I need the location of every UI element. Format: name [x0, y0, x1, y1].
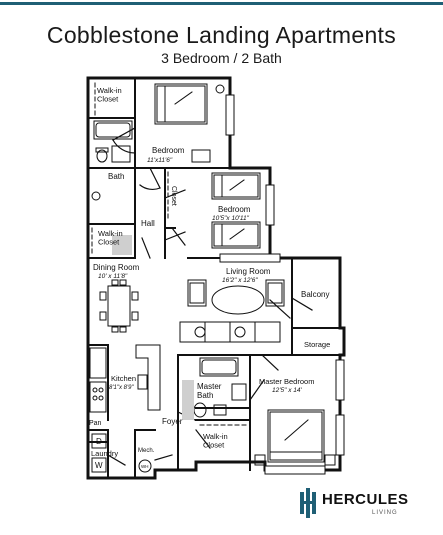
dining-table — [99, 279, 139, 333]
label-dining-dims: 10' x 11'8" — [98, 273, 128, 280]
label-dining: Dining Room — [93, 263, 140, 272]
label-kitchen-dims: 8'1"x 8'9" — [109, 385, 134, 391]
living-furniture — [179, 279, 285, 343]
label-balcony: Balcony — [301, 290, 329, 299]
label-bath: Bath — [108, 172, 124, 181]
label-laundry: Laundry — [91, 449, 118, 458]
label-water-heater: WH — [141, 464, 149, 469]
bed-master — [254, 409, 336, 466]
top-accent-line — [0, 2, 443, 5]
label-master-bed: Master Bedroom — [259, 377, 314, 386]
door-swings — [107, 127, 313, 466]
label-master-bed-dims: 12'5" x 14' — [272, 387, 302, 394]
label-living-dims: 16'2" x 12'6" — [222, 277, 258, 284]
label-closet: Closet — [170, 186, 177, 206]
label-pan: Pan — [89, 420, 102, 427]
tile-areas — [112, 235, 194, 420]
interior-walls — [87, 77, 345, 479]
label-washer: W — [95, 461, 103, 470]
label-bedroom1: Bedroom — [152, 146, 185, 155]
label-kitchen: Kitchen — [111, 374, 136, 383]
label-dryer: D — [96, 437, 102, 446]
master-bath-fixtures — [193, 357, 247, 418]
label-hall: Hall — [141, 219, 155, 228]
label-living: Living Room — [226, 267, 271, 276]
kitchen-fixtures — [89, 344, 161, 413]
closet-shelves — [91, 82, 247, 426]
label-bedroom2: Bedroom — [218, 205, 251, 214]
hercules-logo: HERCULES LIVING — [300, 485, 420, 525]
logo-word: HERCULES — [322, 491, 409, 508]
label-storage: Storage — [304, 340, 330, 349]
page-title: Cobblestone Landing Apartments — [46, 22, 397, 48]
logo-sub: LIVING — [372, 510, 398, 516]
label-foyer: Foyer — [162, 417, 183, 426]
label-bedroom2-dims: 10'5"x 10'11" — [212, 215, 250, 222]
logo-mark-icon — [300, 488, 316, 518]
page-subtitle: 3 Bedroom / 2 Bath — [161, 50, 282, 66]
label-bedroom1-dims: 11'x11'6" — [147, 157, 173, 164]
laundry-units — [91, 433, 152, 473]
label-mech: Mech. — [138, 448, 155, 454]
bath-fixtures — [91, 120, 133, 201]
beds-bedroom2 — [211, 172, 261, 249]
bed-bedroom1 — [154, 83, 225, 163]
windows — [219, 94, 345, 475]
